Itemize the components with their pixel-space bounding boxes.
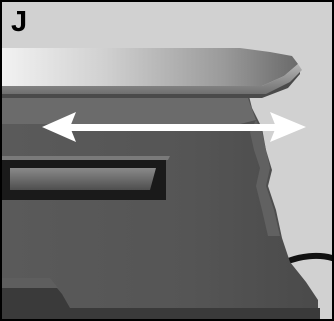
top-plate <box>2 48 298 86</box>
base-foot-highlight <box>2 278 58 288</box>
slot-inner-panel <box>10 168 156 190</box>
panel-label: J <box>11 6 27 38</box>
slot-lip <box>2 156 170 160</box>
